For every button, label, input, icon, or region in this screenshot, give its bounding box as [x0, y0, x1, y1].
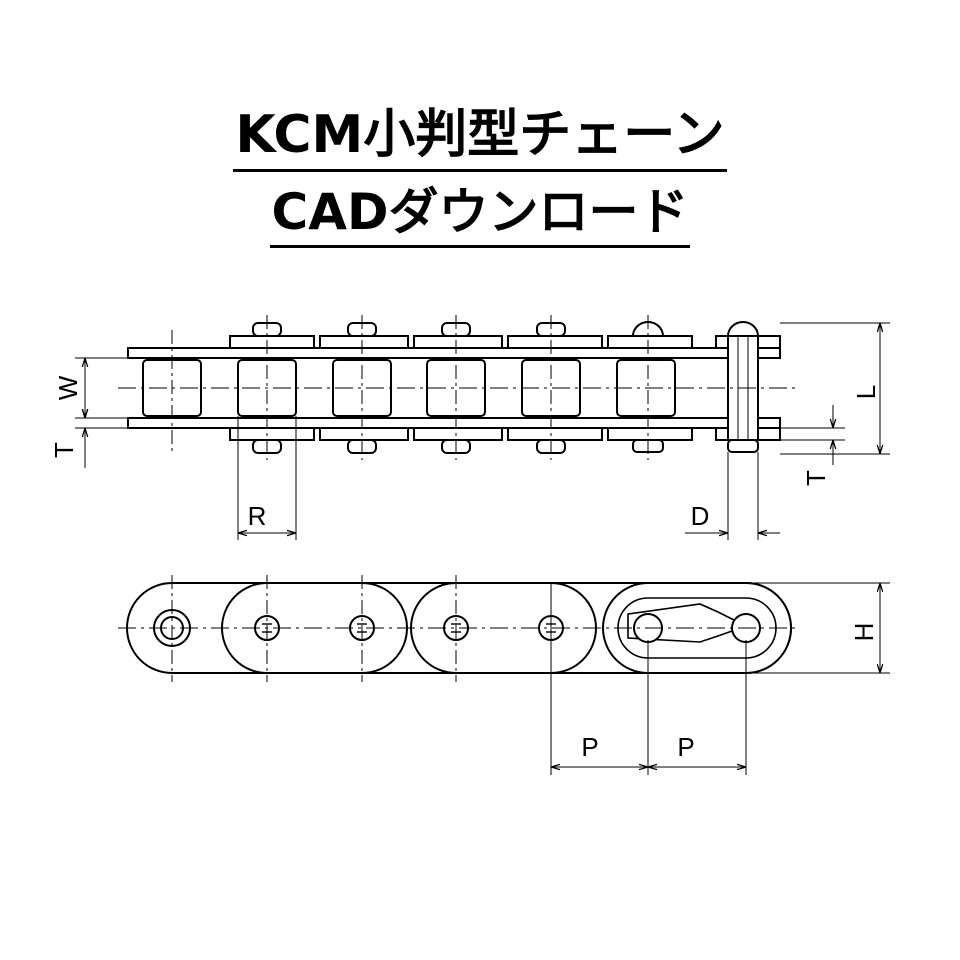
page-title: KCM小判型チェーン: [0, 92, 960, 172]
dim-label-P2: P: [677, 732, 694, 762]
rollers: [142, 359, 676, 417]
dim-label-P1: P: [581, 732, 598, 762]
side-view: [118, 575, 800, 682]
inner-plate-top: [127, 347, 781, 359]
dim-label-W: W: [53, 375, 83, 400]
dim-label-T-left: T: [49, 442, 79, 458]
page-subtitle: CADダウンロード: [0, 172, 960, 248]
top-view: [118, 315, 800, 460]
title-line-1: KCM小判型チェーン: [233, 105, 727, 172]
dim-label-R: R: [248, 501, 267, 531]
title-line-2: CADダウンロード: [269, 183, 691, 248]
dim-label-D: D: [691, 501, 710, 531]
outer-plates-bottom: [229, 427, 781, 441]
dim-label-H: H: [849, 623, 879, 642]
dim-label-T-right: T: [801, 470, 831, 486]
top-dimensions: [75, 322, 890, 540]
side-dimensions: [550, 582, 890, 775]
dim-label-L: L: [851, 385, 881, 399]
outer-plates-top: [229, 335, 781, 349]
inner-plate-bottom: [127, 417, 781, 429]
